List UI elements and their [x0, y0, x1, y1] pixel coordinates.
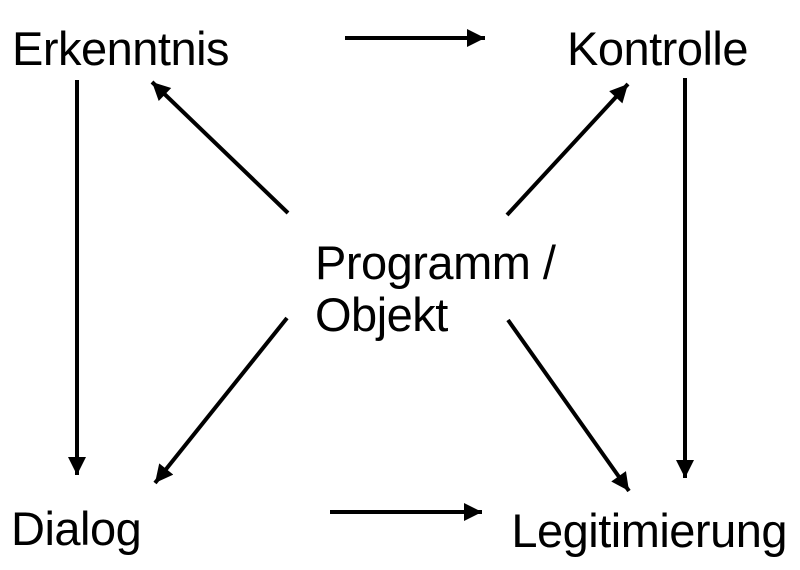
node-erkenntnis: Erkenntnis: [12, 22, 230, 75]
node-programm-objekt-line1: Programm /: [315, 236, 556, 289]
edge-programm-to-erkenntnis: [150, 80, 290, 215]
node-programm-objekt-line2: Objekt: [315, 287, 448, 341]
edge-programm-to-kontrolle: [505, 82, 630, 217]
edge-programm-to-legitimierung: [506, 318, 631, 493]
node-dialog: Dialog: [11, 502, 142, 555]
edge-programm-to-dialog: [153, 316, 289, 485]
node-kontrolle: Kontrolle: [567, 22, 749, 75]
node-programm-objekt: Programm / Objekt: [315, 237, 556, 340]
node-legitimierung: Legitimierung: [511, 504, 787, 557]
